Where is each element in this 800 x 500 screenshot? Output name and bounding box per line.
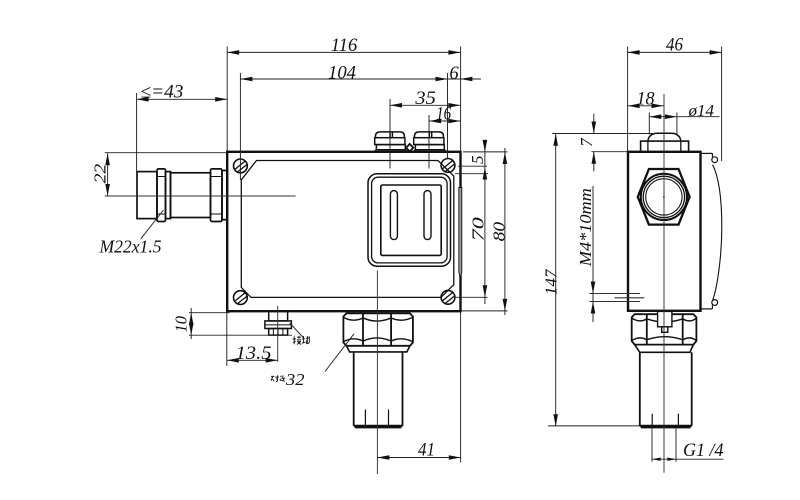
- svg-text:104: 104: [328, 64, 356, 84]
- svg-text:10: 10: [172, 316, 191, 333]
- svg-text:ø14: ø14: [687, 101, 714, 120]
- svg-text:70: 70: [468, 217, 487, 242]
- svg-text:13.5: 13.5: [236, 344, 272, 364]
- svg-text:6: 6: [449, 64, 459, 84]
- svg-text:G1 /4: G1 /4: [683, 441, 724, 461]
- svg-text:16: 16: [436, 105, 452, 125]
- svg-text:116: 116: [331, 36, 358, 56]
- svg-text:18: 18: [637, 90, 656, 110]
- svg-text:≤=43: ≤=43: [141, 83, 184, 103]
- svg-text:80: 80: [490, 221, 509, 241]
- svg-text:M4*10mm: M4*10mm: [576, 188, 595, 267]
- svg-text:35: 35: [414, 89, 436, 109]
- svg-text:41: 41: [418, 441, 435, 461]
- svg-text:147: 147: [542, 268, 561, 295]
- svg-text:5: 5: [468, 156, 487, 165]
- svg-text:7: 7: [577, 137, 596, 147]
- svg-text:22: 22: [91, 163, 110, 183]
- svg-text:46: 46: [666, 36, 684, 56]
- svg-text:M22x1.5: M22x1.5: [99, 237, 162, 257]
- svg-text:32: 32: [285, 370, 305, 389]
